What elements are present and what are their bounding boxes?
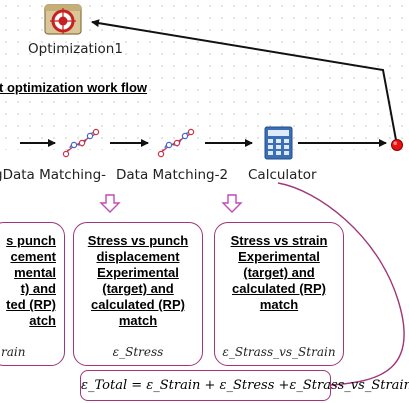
- total-error-equation-box: ε_Total = ε_Strain + ε_Stress +ε_Strass_…: [80, 370, 409, 401]
- down-arrow-2: [221, 194, 243, 213]
- workflow-heading: t optimization work flow: [0, 80, 148, 95]
- strain-description-box: s punch cement mental t) and ted (RP) at…: [0, 222, 65, 366]
- stress-epsilon: ε_Stress: [112, 345, 164, 359]
- calculator-label: Calculator: [248, 167, 317, 183]
- strain-epsilon: rain: [1, 345, 26, 359]
- stress-strain-description-box: Stress vs strain Experimental (target) a…: [214, 222, 344, 366]
- optimization-label: Optimization1: [28, 41, 123, 57]
- end-node-icon[interactable]: [390, 137, 404, 151]
- data-matching-icon[interactable]: [60, 128, 100, 160]
- down-arrow-1: [99, 194, 121, 213]
- stress-strain-description-text: Stress vs strain Experimental (target) a…: [230, 233, 328, 312]
- stress-strain-epsilon: ε_Strass_vs_Strain: [222, 345, 336, 359]
- data-matching-2-icon[interactable]: [155, 128, 195, 160]
- return-connector: [91, 19, 397, 141]
- equation-connector: [277, 182, 405, 386]
- strain-description-text: s punch cement mental t) and ted (RP) at…: [6, 233, 56, 328]
- optimization-icon[interactable]: [43, 2, 83, 36]
- stress-description-box: Stress vs punch displacement Experimenta…: [73, 222, 203, 366]
- data-matching-1-label: gData Matching-: [0, 167, 107, 183]
- calculator-icon[interactable]: [261, 125, 295, 161]
- stress-description-text: Stress vs punch displacement Experimenta…: [87, 233, 189, 328]
- total-error-equation: ε_Total = ε_Strain + ε_Stress +ε_Strass_…: [81, 378, 409, 393]
- data-matching-2-label: Data Matching-2: [116, 167, 229, 183]
